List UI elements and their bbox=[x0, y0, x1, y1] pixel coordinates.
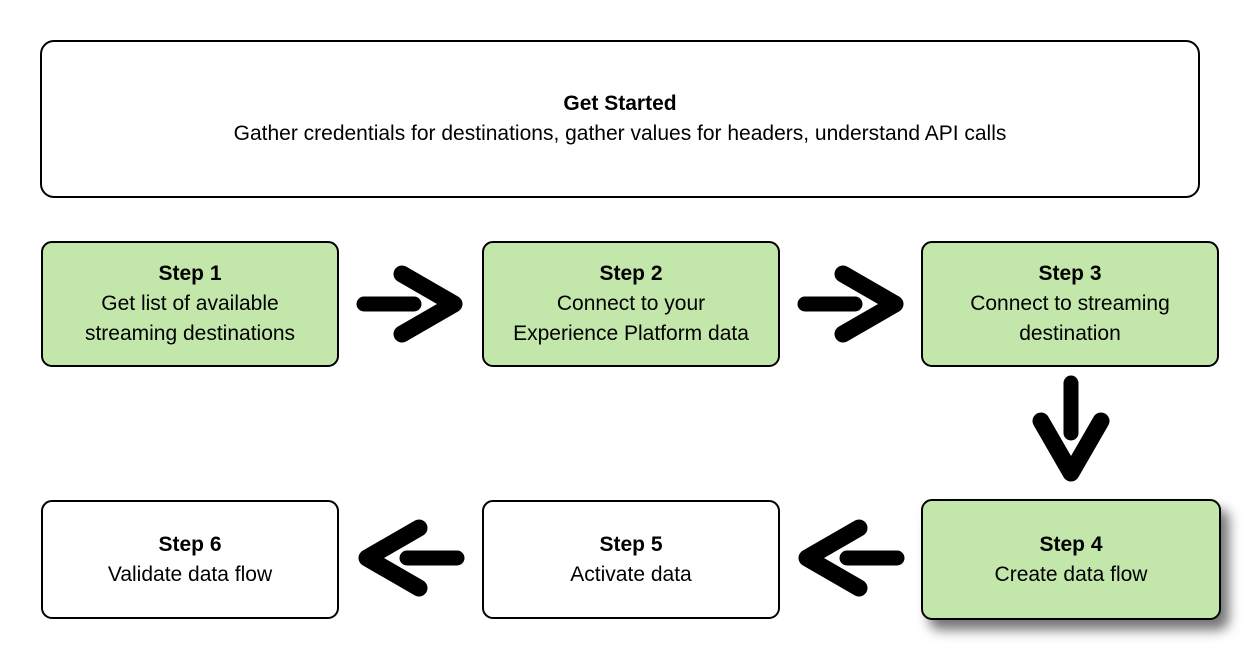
step-5-label: Activate data bbox=[570, 562, 692, 586]
arrow-left-icon bbox=[355, 518, 465, 598]
step-6-label: Validate data flow bbox=[107, 562, 273, 586]
step-4-box: Step 4 Create data flow bbox=[921, 499, 1221, 620]
step-3-label: Connect to streaming destination bbox=[970, 292, 1170, 345]
get-started-box: Get Started Gather credentials for desti… bbox=[40, 40, 1200, 198]
step-3-box: Step 3 Connect to streaming destination bbox=[921, 241, 1219, 367]
get-started-subtitle: Gather credentials for destinations, gat… bbox=[233, 122, 1007, 145]
step-6-box: Step 6 Validate data flow bbox=[41, 500, 339, 619]
step-5-box: Step 5 Activate data bbox=[482, 500, 780, 619]
step-2-box: Step 2 Connect to your Experience Platfo… bbox=[482, 241, 780, 367]
arrow-right-icon bbox=[797, 264, 907, 344]
arrow-left-icon bbox=[795, 518, 905, 598]
step-2-title: Step 2 bbox=[599, 262, 663, 285]
arrow-right-icon bbox=[356, 264, 466, 344]
step-1-title: Step 1 bbox=[158, 262, 222, 285]
step-1-box: Step 1 Get list of available streaming d… bbox=[41, 241, 339, 367]
step-5-title: Step 5 bbox=[599, 532, 663, 556]
step-2-label: Connect to your Experience Platform data bbox=[513, 292, 749, 345]
step-4-title: Step 4 bbox=[1039, 532, 1103, 556]
get-started-title: Get Started bbox=[563, 92, 677, 115]
step-4-label: Create data flow bbox=[994, 562, 1148, 586]
step-1-label: Get list of available streaming destinat… bbox=[84, 292, 296, 345]
step-3-title: Step 3 bbox=[1038, 262, 1102, 285]
step-6-title: Step 6 bbox=[158, 532, 222, 556]
arrow-down-icon bbox=[1029, 375, 1113, 483]
